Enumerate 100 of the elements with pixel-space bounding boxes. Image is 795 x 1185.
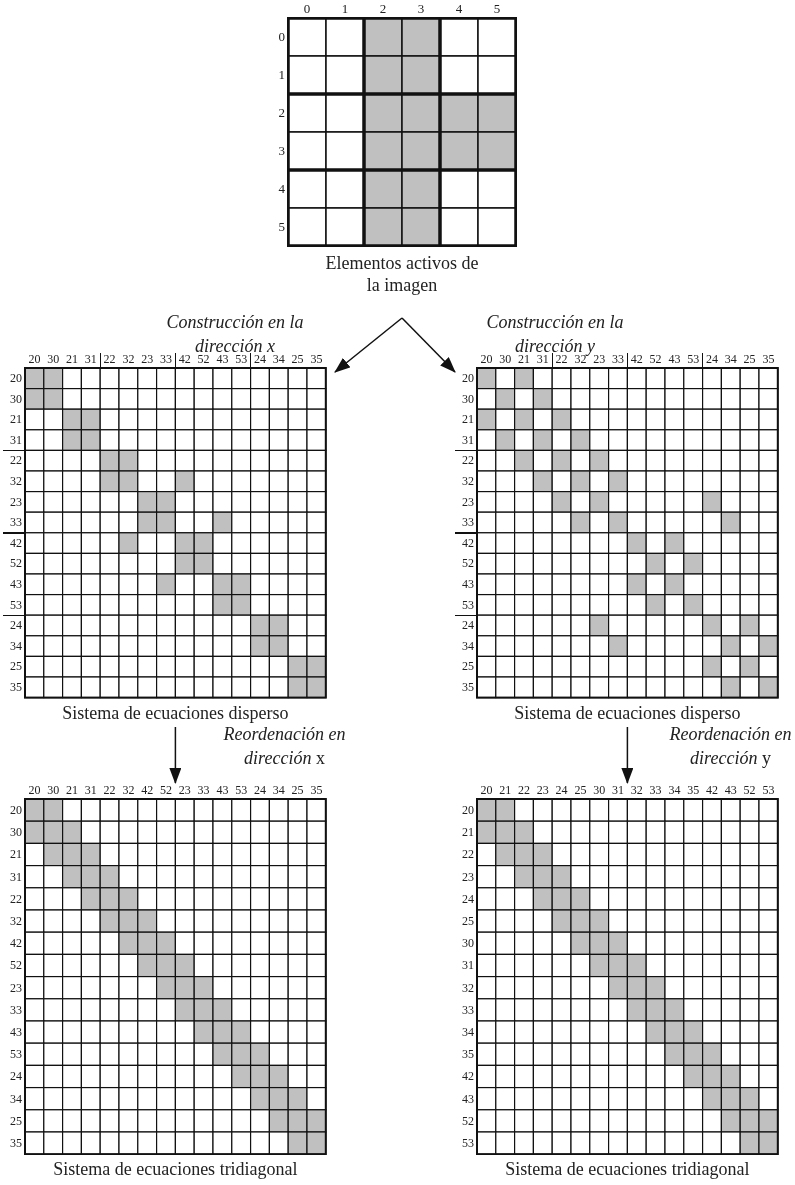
row-header: 30 [461,390,474,408]
row-header: 20 [9,370,22,387]
column-header: 30 [46,783,61,797]
row-header: 23 [461,868,474,886]
column-header: 20 [479,783,494,797]
row-header: 34 [461,1024,474,1041]
row-header: 52 [461,555,474,573]
column-header: 21 [65,783,79,797]
column-header: 30 [46,352,61,366]
arrow [169,726,182,784]
column-header: 25 [742,352,757,366]
row-header: 43 [9,576,22,593]
column-header: 53 [686,352,701,366]
row-header: 22 [9,452,22,470]
column-header: 35 [761,352,776,366]
row-header: 53 [461,596,474,614]
column-header: 52 [159,783,173,797]
column-header: 43 [723,783,738,797]
matrix-caption: Sistema de ecuaciones disperso [513,701,742,724]
row-header: 32 [461,473,474,490]
row-header: 32 [9,913,22,930]
column-header: 3 [416,2,426,16]
row-header: 30 [461,935,474,953]
column-header: 0 [302,2,312,16]
column-header: 31 [611,783,625,797]
column-header: 32 [121,783,136,797]
row-header: 32 [461,979,474,997]
column-header: 35 [309,352,324,366]
column-header: 32 [629,783,644,797]
matrix-caption: Sistema de ecuaciones tridiagonal [52,1158,299,1181]
grid-caption: Elementos activos de la imagen [324,252,480,296]
row-header: 25 [461,913,474,930]
column-header: 31 [83,783,98,797]
row-header: 42 [461,534,474,552]
arrow [621,726,634,784]
row-header: 52 [9,555,22,573]
row-header: 20 [9,802,22,819]
column-header: 52 [648,352,663,366]
column-header: 20 [27,783,42,797]
row-header: 33 [461,1001,474,1019]
column-header: 53 [234,783,249,797]
row-header: 42 [9,534,22,552]
row-header: 22 [9,890,22,908]
column-header: 22 [102,352,117,366]
column-header: 52 [742,783,757,797]
column-header: 34 [723,352,738,366]
column-header: 30 [592,783,607,797]
column-header: 24 [705,352,719,366]
arrow [401,317,456,373]
row-header: 52 [461,1112,474,1130]
row-header: 42 [9,935,22,953]
row-header: 21 [9,411,22,429]
row-header: 43 [461,576,474,593]
column-header: 23 [140,352,155,366]
row-header: 21 [9,846,22,864]
row-header: 35 [461,1046,474,1064]
column-header: 33 [196,783,211,797]
column-header: 53 [761,783,776,797]
edge-label: Reordenación en dirección y [668,723,793,770]
column-header: 24 [253,783,267,797]
column-header: 23 [177,783,192,797]
row-header: 21 [461,411,474,429]
arrow [334,317,403,373]
row-header: 31 [9,868,22,886]
column-header: 42 [629,352,644,366]
row-header: 23 [461,493,474,511]
row-header: 1 [277,66,285,84]
row-header: 25 [9,1112,22,1130]
row-header: 21 [461,824,474,842]
row-header: 53 [9,1046,22,1064]
row-header: 35 [461,679,474,696]
column-header: 21 [498,783,513,797]
row-header: 24 [461,617,474,635]
row-header: 24 [9,617,22,635]
row-header: 5 [277,218,285,236]
column-header: 42 [140,783,155,797]
column-header: 43 [215,783,230,797]
column-header: 35 [686,783,701,797]
row-header: 4 [277,180,285,198]
row-header: 3 [277,142,285,160]
matrix-caption: Sistema de ecuaciones disperso [61,701,290,724]
row-header: 31 [9,431,22,449]
row-header: 2 [277,104,285,122]
row-header: 20 [461,802,474,819]
column-header: 43 [667,352,682,366]
row-header: 34 [9,637,22,655]
column-header: 2 [378,2,388,16]
row-header: 34 [9,1090,22,1108]
column-header: 1 [340,2,350,16]
row-header: 22 [461,452,474,470]
row-header: 31 [461,957,474,975]
row-header: 24 [461,890,474,908]
column-header: 22 [517,783,531,797]
row-header: 33 [461,514,474,532]
row-header: 22 [461,846,474,864]
column-header: 25 [290,783,305,797]
row-header: 25 [9,658,22,676]
row-header: 35 [9,679,22,696]
column-header: 35 [309,783,324,797]
row-header: 52 [9,957,22,975]
